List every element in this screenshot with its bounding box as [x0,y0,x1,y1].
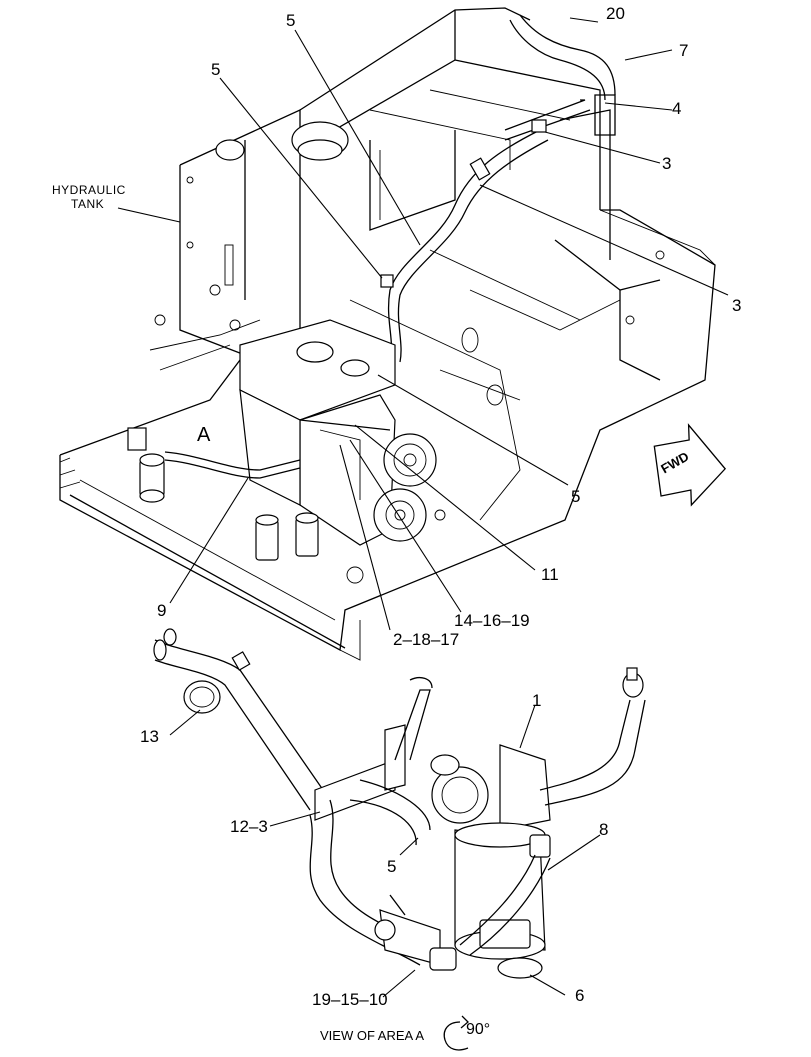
callout-7: 7 [679,41,689,60]
callout-5-lower: 5 [387,857,397,876]
callout-11: 11 [541,565,559,584]
callout-3-upper: 3 [662,154,672,173]
callout-9: 9 [157,601,167,620]
hydraulic-tank-label-line2: TANK [71,197,105,211]
area-a-detail-drawing [153,628,646,979]
view-of-area-a-caption: VIEW OF AREA A [320,1028,425,1043]
rotation-angle-label: 90° [466,1021,491,1038]
callout-3-lower: 3 [732,296,742,315]
callout-8: 8 [599,820,609,839]
callout-14-16-19: 14–16–19 [454,611,530,630]
callout-5-top-a: 5 [286,11,296,30]
callout-4: 4 [672,99,682,118]
callout-19-15-10: 19–15–10 [312,990,388,1009]
callout-12-3: 12–3 [230,817,268,836]
callout-1: 1 [532,691,542,710]
callout-6: 6 [575,986,585,1005]
area-a-marker: A [197,424,211,446]
callout-20: 20 [606,4,625,23]
fwd-arrow [653,423,727,507]
callout-5-right: 5 [571,487,581,506]
callout-5-top-b: 5 [211,60,221,79]
callout-2-18-17: 2–18–17 [393,630,460,649]
rotate-arrow-icon [443,1015,469,1051]
hydraulic-tank-label-line1: HYDRAULIC [52,183,126,197]
leader-lines [117,17,729,998]
machine-frame-drawing [59,7,716,661]
callout-13: 13 [140,727,159,746]
